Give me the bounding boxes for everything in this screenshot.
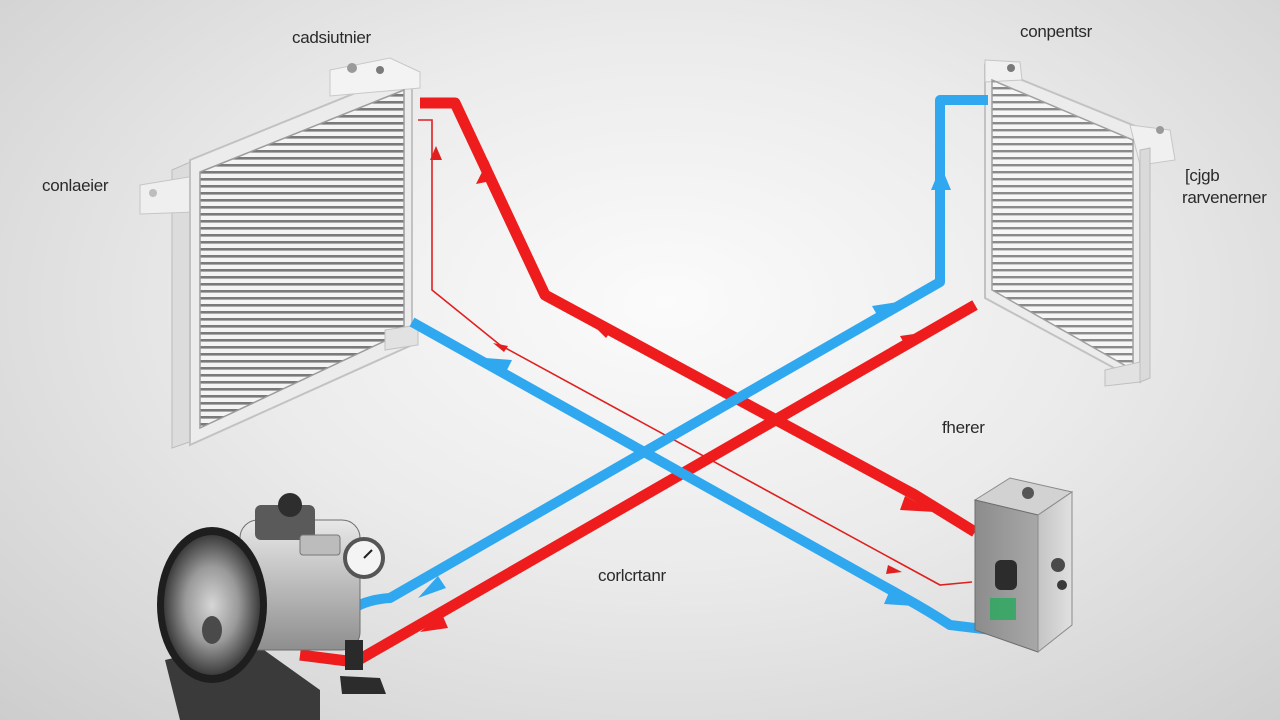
arrow-up-icon — [476, 160, 496, 184]
label-top-left: cadsiutnier — [292, 28, 371, 47]
arrow-right-icon — [900, 496, 935, 512]
arrow-up-icon — [931, 166, 951, 190]
radiator-left — [139, 57, 421, 449]
label-middle-right: fherer — [942, 418, 985, 437]
arrow-right-icon — [886, 565, 902, 574]
label-bottom-center: corlcrtanr — [598, 566, 666, 585]
label-left: conlaeier — [42, 176, 109, 195]
arrow-left-icon — [588, 320, 614, 338]
arrow-right-icon — [884, 590, 915, 606]
compressor — [157, 493, 386, 720]
label-right-line1: [cjgb — [1185, 166, 1220, 185]
arrow-down-left-icon — [418, 576, 446, 598]
arrow-left-icon — [493, 343, 508, 352]
arrow-left-icon — [485, 358, 512, 374]
filter-block — [973, 477, 1074, 654]
arrow-down-left-icon — [420, 614, 448, 632]
cold-line-return — [409, 317, 1009, 637]
arrow-up-right-icon — [900, 332, 928, 350]
hot-line-discharge — [299, 300, 978, 668]
arrow-up-right-icon — [872, 302, 898, 320]
arrow-up-icon — [430, 146, 442, 160]
thin-return-line — [418, 119, 973, 586]
radiator-right — [984, 59, 1176, 387]
hot-line-liquid — [420, 97, 978, 537]
label-right-line2: rarvenerner — [1182, 188, 1267, 207]
label-top-right: conpentsr — [1020, 22, 1092, 41]
